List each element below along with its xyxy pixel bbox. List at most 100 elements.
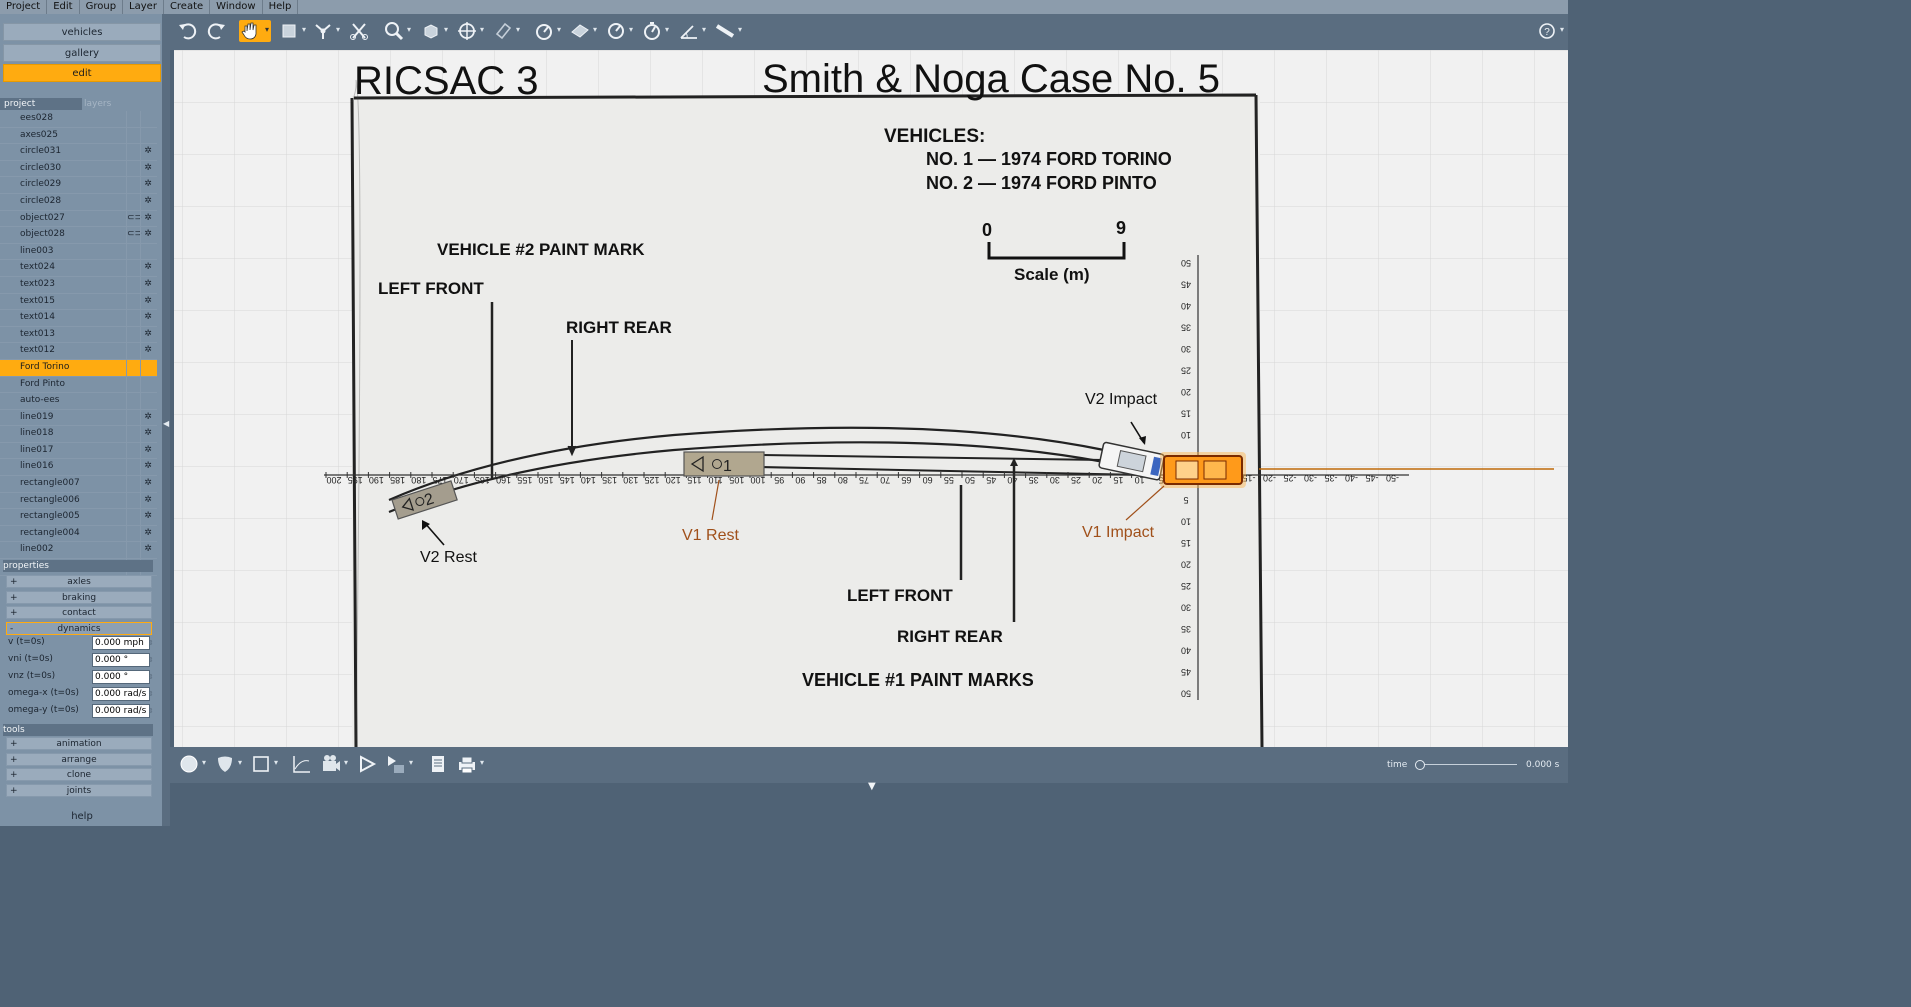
visibility-asterisk-icon[interactable]: ✲ [140,525,155,542]
cube-icon[interactable] [420,20,442,42]
visibility-toggle[interactable] [140,243,155,260]
properties-section-axles[interactable]: +axles [6,575,152,588]
pan-hand-icon[interactable]: ▾ [239,20,271,42]
visibility-asterisk-icon[interactable]: ✲ [140,409,155,426]
gauge-icon[interactable] [533,20,555,42]
crosshair-icon[interactable] [456,20,478,42]
dropdown-arrow-icon[interactable]: ▾ [702,25,707,34]
lock-toggle[interactable] [126,459,141,476]
step-play-icon[interactable] [385,753,407,775]
project-item[interactable]: text014✲ [0,310,157,327]
visibility-asterisk-icon[interactable]: ✲ [140,160,155,177]
link-icon[interactable]: ⊂⊃ [126,210,142,227]
menu-window[interactable]: Window [210,0,263,14]
lock-toggle[interactable] [126,160,141,177]
zoom-magnifier-icon[interactable] [383,20,405,42]
surface-icon[interactable] [569,20,591,42]
lock-toggle[interactable] [126,426,141,442]
edit-button[interactable]: edit [3,64,161,82]
lock-toggle[interactable] [126,310,141,326]
v1-impact-label[interactable]: V1 Impact [1082,524,1155,541]
redo-icon[interactable] [206,20,228,42]
properties-section-contact[interactable]: +contact [6,606,152,620]
property-field-input[interactable] [92,670,150,684]
project-item[interactable]: ees028 [0,111,157,128]
project-item[interactable]: object028⊂⊃✲ [0,227,157,244]
project-item[interactable]: Ford Torino [0,359,157,377]
lock-toggle[interactable] [126,393,141,409]
timer-icon[interactable] [641,20,663,42]
project-item[interactable]: text023✲ [0,276,157,294]
cut-scissors-icon[interactable] [348,20,370,42]
spinner-icon[interactable]: ⇕ [148,673,154,681]
menu-help[interactable]: Help [263,0,299,14]
project-item[interactable]: auto-ees [0,393,157,410]
project-item[interactable]: text013✲ [0,326,157,344]
visibility-asterisk-icon[interactable]: ✲ [140,542,155,559]
v2-rest-vehicle[interactable]: 2 [391,480,458,520]
tools-section-animation[interactable]: +animation [6,737,152,750]
lock-toggle[interactable] [126,525,141,542]
link-icon[interactable]: ⊂⊃ [126,227,142,243]
project-item[interactable]: line003 [0,243,157,261]
shield-shape-icon[interactable] [214,753,236,775]
tools-section-joints[interactable]: +joints [6,783,152,797]
angle-measure-icon[interactable] [678,20,700,42]
dropdown-arrow-icon[interactable]: ▾ [738,25,743,34]
tab-layers[interactable]: layers [84,99,112,109]
lock-toggle[interactable] [126,144,141,160]
chevron-down-icon[interactable]: ▼ [868,781,876,792]
visibility-toggle[interactable] [140,376,155,393]
dropdown-arrow-icon[interactable]: ▾ [665,25,670,34]
v1-impact-vehicle[interactable] [1160,452,1246,488]
project-item[interactable]: line002✲ [0,542,157,560]
square-shape-icon[interactable] [250,753,272,775]
lock-toggle[interactable] [126,409,141,426]
lock-toggle[interactable] [126,260,141,276]
v2-rest-label[interactable]: V2 Rest [420,549,477,566]
tools-section-arrange[interactable]: +arrange [6,752,152,766]
project-item[interactable]: text024✲ [0,260,157,277]
visibility-asterisk-icon[interactable]: ✲ [140,210,155,227]
help-button[interactable]: help [3,808,161,826]
visibility-asterisk-icon[interactable]: ✲ [140,442,155,459]
spinner-icon[interactable]: ⇕ [148,707,154,715]
lock-toggle[interactable] [126,542,141,559]
dropdown-arrow-icon[interactable]: ▾ [480,25,485,34]
v1-rest-label[interactable]: V1 Rest [682,527,739,544]
visibility-asterisk-icon[interactable]: ✲ [140,193,155,210]
dropdown-arrow-icon[interactable]: ▾ [238,758,243,767]
lock-toggle[interactable] [126,376,141,393]
lock-toggle[interactable] [126,326,141,343]
visibility-asterisk-icon[interactable]: ✲ [140,426,155,442]
menu-group[interactable]: Group [80,0,124,14]
dropdown-arrow-icon[interactable]: ▾ [593,25,598,34]
project-item[interactable]: circle030✲ [0,160,157,178]
visibility-asterisk-icon[interactable]: ✲ [140,227,155,243]
visibility-toggle[interactable] [140,111,155,127]
visibility-toggle[interactable] [140,393,155,409]
dropdown-arrow-icon[interactable]: ▾ [344,758,349,767]
visibility-asterisk-icon[interactable]: ✲ [140,177,155,193]
project-item[interactable]: rectangle007✲ [0,476,157,493]
project-item[interactable]: line017✲ [0,442,157,460]
spinner-icon[interactable]: ⇕ [148,656,154,664]
spinner-icon[interactable]: ⇕ [148,690,154,698]
menu-create[interactable]: Create [164,0,211,14]
visibility-asterisk-icon[interactable]: ✲ [140,276,155,293]
dropdown-arrow-icon[interactable]: ▾ [302,25,307,34]
project-item[interactable]: line019✲ [0,409,157,427]
document-icon[interactable] [427,753,449,775]
help-question-icon[interactable]: ? [1536,20,1558,42]
dropdown-arrow-icon[interactable]: ▾ [1560,25,1565,34]
visibility-asterisk-icon[interactable]: ✲ [140,144,155,160]
spinner-icon[interactable]: ⇕ [148,639,154,647]
visibility-asterisk-icon[interactable]: ✲ [140,509,155,525]
project-item[interactable]: line018✲ [0,426,157,443]
gallery-button[interactable]: gallery [3,44,161,62]
lock-toggle[interactable] [126,243,141,260]
visibility-asterisk-icon[interactable]: ✲ [140,492,155,509]
property-field-input[interactable] [92,704,150,718]
dropdown-arrow-icon[interactable]: ▾ [336,25,341,34]
visibility-asterisk-icon[interactable]: ✲ [140,343,155,359]
